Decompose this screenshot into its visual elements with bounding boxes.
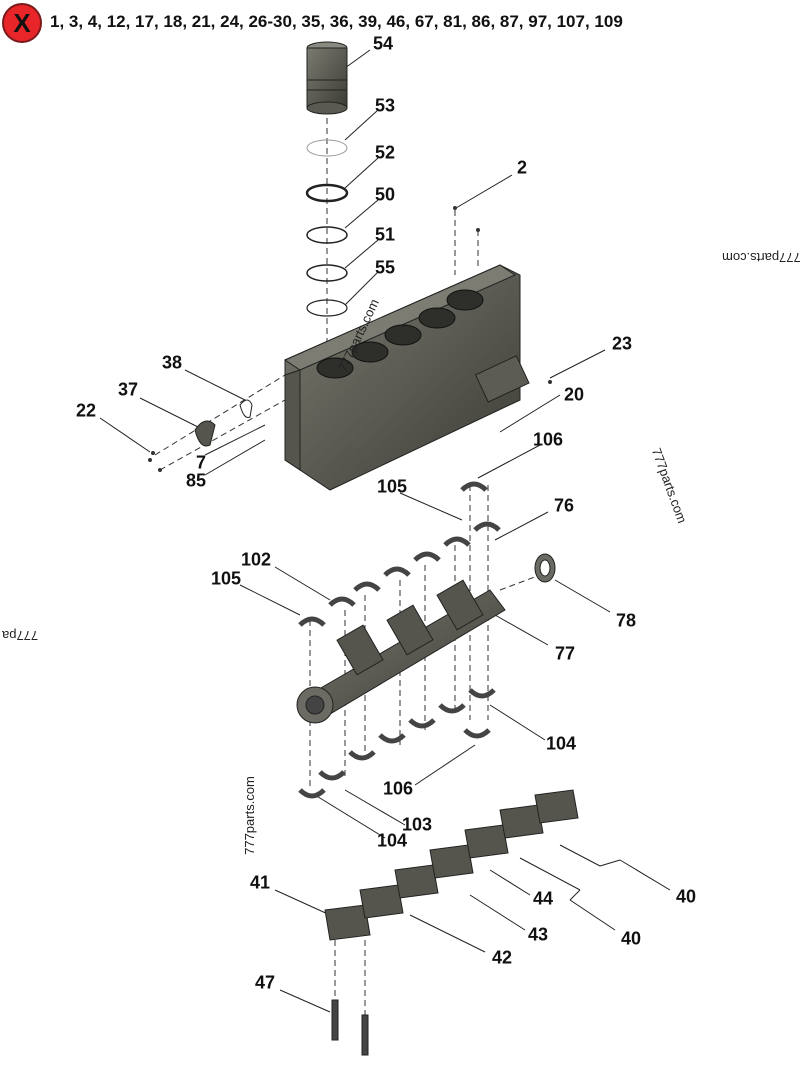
callout-105-upper[interactable]: 105: [376, 476, 408, 497]
callout-104-lower[interactable]: 104: [376, 830, 408, 851]
callout-43[interactable]: 43: [527, 924, 549, 945]
rear-seal: [534, 553, 556, 583]
callout-102[interactable]: 102: [240, 549, 272, 570]
callout-40-upper[interactable]: 40: [675, 886, 697, 907]
callout-77[interactable]: 77: [554, 643, 576, 664]
callout-104-upper[interactable]: 104: [545, 733, 577, 754]
callout-40-lower[interactable]: 40: [620, 928, 642, 949]
callout-20[interactable]: 20: [563, 384, 585, 405]
callout-105-lower[interactable]: 105: [210, 568, 242, 589]
callout-2[interactable]: 2: [516, 157, 528, 178]
callout-54[interactable]: 54: [372, 33, 394, 54]
small-bolts: [148, 206, 552, 472]
callout-55[interactable]: 55: [374, 257, 396, 278]
callout-52[interactable]: 52: [374, 142, 396, 163]
callout-38[interactable]: 38: [161, 352, 183, 373]
excluded-parts-list: 1, 3, 4, 12, 17, 18, 21, 24, 26-30, 35, …: [50, 12, 623, 31]
callout-47[interactable]: 47: [254, 972, 276, 993]
long-bolts: [331, 999, 369, 1056]
callout-37[interactable]: 37: [117, 379, 139, 400]
callout-53[interactable]: 53: [374, 95, 396, 116]
callout-22[interactable]: 22: [75, 400, 97, 421]
upper-bearing-shells: [298, 481, 501, 627]
main-bearing-caps: [324, 789, 579, 941]
engine-block: [283, 264, 530, 491]
watermark: 777pa: [2, 628, 39, 643]
callout-106-upper[interactable]: 106: [532, 429, 564, 450]
callout-41[interactable]: 41: [249, 872, 271, 893]
callout-85[interactable]: 85: [185, 470, 207, 491]
callout-51[interactable]: 51: [374, 224, 396, 245]
callout-44[interactable]: 44: [532, 888, 554, 909]
watermark: 777parts.com: [241, 776, 257, 855]
callout-7[interactable]: 7: [195, 452, 207, 473]
callout-106-lower[interactable]: 106: [382, 778, 414, 799]
watermark: 777parts.com: [722, 250, 800, 265]
callout-103[interactable]: 103: [401, 814, 433, 835]
excluded-marker: X: [2, 3, 42, 43]
leader-lines: [99, 49, 671, 1013]
lower-bearing-shells: [298, 688, 496, 799]
callout-78[interactable]: 78: [615, 610, 637, 631]
cylinder-liner: [306, 41, 348, 115]
callout-76[interactable]: 76: [553, 495, 575, 516]
callout-42[interactable]: 42: [491, 947, 513, 968]
seal-rings: [305, 139, 349, 317]
crankshaft: [296, 579, 506, 724]
callout-23[interactable]: 23: [611, 333, 633, 354]
callout-50[interactable]: 50: [374, 184, 396, 205]
cover-plate: [194, 399, 253, 447]
alignment-lines: [154, 108, 541, 1020]
